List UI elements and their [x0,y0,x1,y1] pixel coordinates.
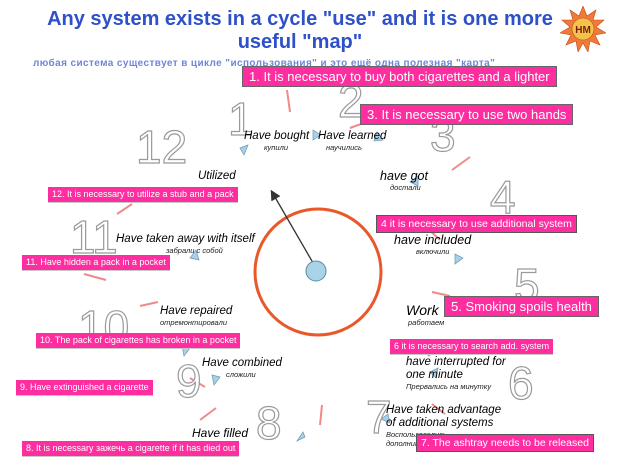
stage-11-ru: забрали с собой [166,246,223,255]
cycle-number-8: 8 [255,397,282,449]
problem-tag-8: 8. It is necessary зажечь a cigarette if… [22,441,240,457]
clock-hand [270,189,317,269]
problem-arrow-11 [139,301,159,307]
cycle-number-4: 4 [489,171,516,223]
hm-logo: HM [560,6,606,52]
stage-9-ru: сложили [226,370,256,379]
cycle-arrow-6 [429,367,439,379]
problem-arrow-13 [116,203,133,215]
logo-text: HM [575,25,591,36]
stage-1-en: Have bought [244,130,310,142]
stage-10: Have repaired отремонтировали [160,305,232,327]
problem-tag-4: 4 it is necessary to use additional syst… [376,215,577,233]
stage-10-en: Have repaired [160,305,233,317]
cycle-number-6: 6 [507,357,534,409]
cycle-arrow-2 [373,131,384,142]
stage-5: Work работаем [406,302,444,327]
stage-4-ru: включили [416,247,450,256]
stage-3-en: have got [380,169,428,183]
cycle-arrow-1 [312,129,322,141]
problem-arrow-1 [286,89,291,113]
stage-6: have interrupted for one minute Прервали… [406,356,518,391]
problem-tag-3: 3. It is necessary to use two hands [360,104,574,125]
cycle-number-11: 11 [69,211,118,263]
stage-12: Utilized [198,170,236,183]
stage-5-en: Work [406,302,439,318]
page-subtitle: любая система существует в цикле "исполь… [33,58,496,69]
stage-4: have included включили [394,233,472,257]
sun-burst-icon [560,6,606,52]
problem-arrow-12 [83,273,107,281]
problem-tag-5: 5. Smoking spoils health [444,296,599,317]
stage-11-en: Have taken away with itself [116,233,255,245]
stage-3: have got достали [380,169,428,193]
stage-2-ru: научились [326,143,362,152]
stage-6-ru: Прервались на минутку [406,382,492,391]
problem-tag-7: 7. The ashtray needs to be released [416,434,594,452]
problem-tag-6: 6 it is necessary to search add. system [390,339,554,355]
clock-hub [305,260,327,282]
problem-tag-1: 1. It is necessary to buy both cigarette… [242,66,557,87]
cycle-arrow-8 [295,431,306,442]
problem-arrow-9 [199,407,217,421]
cycle-number-12: 12 [135,121,188,173]
stage-8: Have filled [192,427,248,440]
stage-2-en: Have learned [318,130,387,142]
cycle-arrow-4 [454,253,464,265]
problem-arrow-5 [431,291,451,297]
stage-1: Have bought купили [244,130,309,152]
stage-3-ru: достали [390,183,421,192]
cycle-arrow-9 [211,374,221,386]
stage-7-en: Have taken advantage of additional syste… [386,404,502,429]
stage-5-ru: работаем [408,318,445,327]
stage-12-en: Utilized [198,170,236,182]
problem-arrow-7 [431,403,446,415]
stage-9: Have combined сложили [202,357,282,379]
stage-8-en: Have filled [192,426,249,440]
cycle-circle [253,207,383,337]
page-title: Any system exists in a cycle "use" and i… [47,8,553,53]
cycle-arrow-11 [189,249,200,261]
cycle-number-1: 1 [227,93,254,145]
stage-10-ru: отремонтировали [160,318,228,327]
problem-arrow-10 [189,377,206,388]
stage-6-en: have interrupted for one minute [406,356,506,381]
cycle-arrow-3 [409,175,419,187]
problem-tag-9: 9. Have extinguished a cigarette [16,380,153,396]
cycle-arrow-13 [239,144,249,156]
cycle-number-7: 7 [365,391,392,443]
problem-tag-11: 11. Have hidden a pack in a pocket [22,255,170,271]
stage-11: Have taken away with itself забрали с со… [116,233,255,255]
stage-1-ru: купили [264,143,288,152]
cycle-arrow-7 [380,413,391,424]
cycle-number-9: 9 [175,355,202,407]
stage-4-en: have included [394,233,472,247]
problem-tag-10: 10. The pack of cigarettes has broken in… [36,333,241,349]
problem-tag-12: 12. It is necessary to utilize a stub an… [48,187,238,203]
stage-9-en: Have combined [202,357,282,369]
problem-arrow-8 [319,404,323,426]
problem-arrow-3 [451,156,471,171]
stage-2: Have learned научились [318,130,386,152]
